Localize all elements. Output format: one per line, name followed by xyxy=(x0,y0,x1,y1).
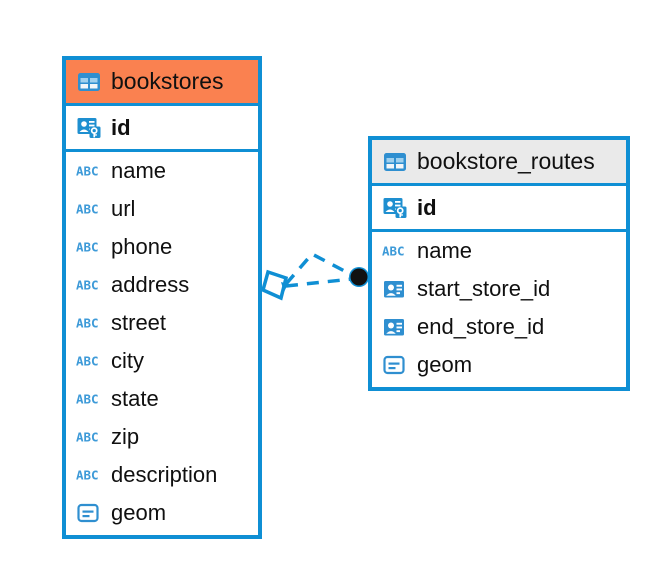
field-row-description[interactable]: ABC description xyxy=(66,456,258,494)
field-name: id xyxy=(111,114,131,140)
relationship-source-tail-icon xyxy=(281,282,288,292)
field-row-geom[interactable]: geom xyxy=(372,346,626,384)
field-row-name[interactable]: ABC name xyxy=(66,152,258,190)
svg-text:ABC: ABC xyxy=(76,202,99,216)
text-field-icon: ABC xyxy=(76,468,99,482)
field-row-url[interactable]: ABC url xyxy=(66,190,258,228)
relationship-source-diamond-icon xyxy=(260,269,289,301)
field-row-name[interactable]: ABC name xyxy=(372,232,626,270)
field-name: url xyxy=(111,196,136,221)
field-name: geom xyxy=(111,500,167,525)
field-name: street xyxy=(111,310,167,335)
field-name: end_store_id xyxy=(417,314,545,339)
text-field-icon: ABC xyxy=(382,244,405,258)
svg-text:ABC: ABC xyxy=(76,468,99,482)
entity-bookstores[interactable]: bookstores id ABC name xyxy=(62,56,262,539)
text-field-icon: ABC xyxy=(76,392,99,406)
foreign-key-icon xyxy=(384,319,404,336)
primary-key-icon xyxy=(77,117,101,138)
svg-text:ABC: ABC xyxy=(76,240,99,254)
relationship-target-ring-icon xyxy=(349,267,369,287)
field-name: phone xyxy=(111,234,173,259)
field-list-bookstores: ABC name ABC url ABC phone ABC ad xyxy=(66,152,258,535)
svg-text:ABC: ABC xyxy=(76,164,99,178)
field-name: zip xyxy=(111,424,140,449)
field-list-bookstore-routes: ABC name start_store_id xyxy=(372,232,626,387)
geometry-field-icon xyxy=(77,503,99,523)
svg-text:ABC: ABC xyxy=(76,316,99,330)
text-field-icon: ABC xyxy=(76,164,99,178)
svg-text:ABC: ABC xyxy=(76,430,99,444)
field-row-geom[interactable]: geom xyxy=(66,494,258,532)
field-name: city xyxy=(111,348,144,373)
field-name: description xyxy=(111,462,218,487)
field-name: geom xyxy=(417,352,473,377)
entity-header-bookstores[interactable]: bookstores xyxy=(66,60,258,106)
svg-text:ABC: ABC xyxy=(76,354,99,368)
field-name: name xyxy=(417,238,473,263)
relationship-line-lower xyxy=(285,277,353,288)
field-name: id xyxy=(417,194,437,220)
text-field-icon: ABC xyxy=(76,240,99,254)
text-field-icon: ABC xyxy=(76,202,99,216)
relationship-target-dot-icon xyxy=(350,268,368,286)
field-row-state[interactable]: ABC state xyxy=(66,380,258,418)
foreign-key-icon xyxy=(384,281,404,298)
text-field-icon: ABC xyxy=(76,430,99,444)
field-row-zip[interactable]: ABC zip xyxy=(66,418,258,456)
field-row-primary-key[interactable]: id xyxy=(66,106,258,152)
field-row-street[interactable]: ABC street xyxy=(66,304,258,342)
field-name: start_store_id xyxy=(417,276,551,301)
field-name: address xyxy=(111,272,190,297)
entity-title: bookstores xyxy=(111,68,224,94)
field-row-primary-key[interactable]: id xyxy=(372,186,626,232)
text-field-icon: ABC xyxy=(76,354,99,368)
field-row-phone[interactable]: ABC phone xyxy=(66,228,258,266)
field-row-start-store-id[interactable]: start_store_id xyxy=(372,270,626,308)
field-name: name xyxy=(111,158,167,183)
field-row-end-store-id[interactable]: end_store_id xyxy=(372,308,626,346)
svg-text:ABC: ABC xyxy=(76,278,99,292)
entity-title: bookstore_routes xyxy=(417,148,595,174)
primary-key-icon xyxy=(383,197,407,218)
text-field-icon: ABC xyxy=(76,316,99,330)
text-field-icon: ABC xyxy=(76,278,99,292)
table-icon xyxy=(384,152,406,171)
table-icon xyxy=(78,72,100,91)
relationship-line-upper xyxy=(284,251,355,286)
entity-header-bookstore-routes[interactable]: bookstore_routes xyxy=(372,140,626,186)
entity-bookstore-routes[interactable]: bookstore_routes id ABC n xyxy=(368,136,630,391)
svg-text:ABC: ABC xyxy=(76,392,99,406)
field-row-address[interactable]: ABC address xyxy=(66,266,258,304)
geometry-field-icon xyxy=(383,355,405,375)
field-name: state xyxy=(111,386,159,411)
svg-text:ABC: ABC xyxy=(382,244,405,258)
field-row-city[interactable]: ABC city xyxy=(66,342,258,380)
